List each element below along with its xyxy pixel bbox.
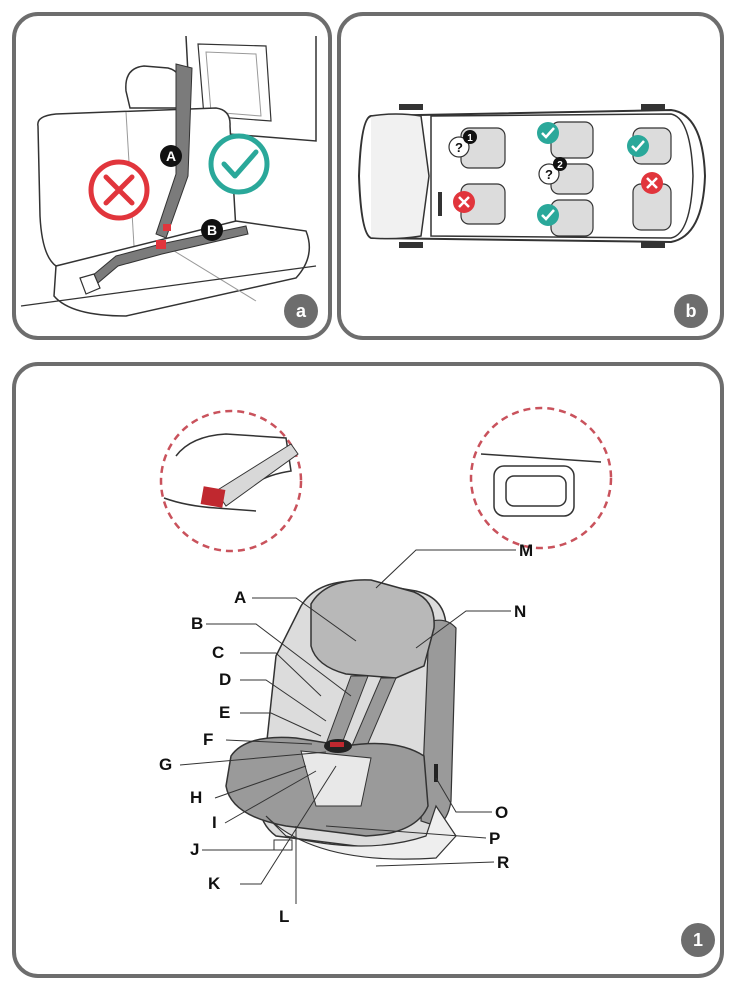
lap-belt-seat-illustration: A B <box>20 35 317 317</box>
vehicle-top-view: ? 1 ? 2 <box>357 104 707 248</box>
marker-b: B <box>207 222 217 238</box>
marker-a: A <box>166 148 176 164</box>
cross-icon <box>453 191 475 213</box>
svg-text:?: ? <box>455 140 463 155</box>
panel-b-badge: b <box>674 294 708 328</box>
marker-a-circle <box>160 145 182 167</box>
panel-a: A B a <box>12 12 332 340</box>
part-label-f: F <box>203 730 214 749</box>
callout-slot-detail <box>469 406 613 550</box>
part-label-a: A <box>234 588 247 607</box>
panel-main: A B C D E F G H I J K L M N O P R 1 <box>12 362 724 978</box>
part-label-r: R <box>497 853 510 872</box>
check-icon <box>627 135 649 157</box>
panel-a-badge: a <box>284 294 318 328</box>
part-label-l: L <box>279 907 290 926</box>
part-label-n: N <box>514 602 527 621</box>
part-label-c: C <box>212 643 225 662</box>
part-label-d: D <box>219 670 232 689</box>
check-icon <box>537 204 559 226</box>
check-icon <box>208 133 270 195</box>
svg-text:?: ? <box>545 167 553 182</box>
part-label-o: O <box>495 803 509 822</box>
part-label-h: H <box>190 788 203 807</box>
car-seat-parts-diagram <box>159 406 613 904</box>
part-label-k: K <box>208 874 221 893</box>
marker-b-circle <box>201 219 223 241</box>
question-icon: ? 2 <box>538 157 567 185</box>
part-label-e: E <box>219 703 231 722</box>
part-label-b: B <box>191 614 204 633</box>
panel-b: ? 1 ? 2 b <box>337 12 724 340</box>
callout-buckle-detail <box>159 409 303 553</box>
part-label-i: I <box>212 813 217 832</box>
part-label-j: J <box>190 840 200 859</box>
part-label-p: P <box>489 829 501 848</box>
part-label-g: G <box>159 755 173 774</box>
part-label-m: M <box>519 541 534 560</box>
cross-icon <box>88 159 150 221</box>
seat-number-2: 2 <box>557 160 563 171</box>
check-icon <box>537 122 559 144</box>
cross-icon <box>641 172 663 194</box>
question-icon: ? 1 <box>448 130 477 158</box>
panel-main-badge: 1 <box>681 923 715 957</box>
seat-number-1: 1 <box>467 133 473 144</box>
